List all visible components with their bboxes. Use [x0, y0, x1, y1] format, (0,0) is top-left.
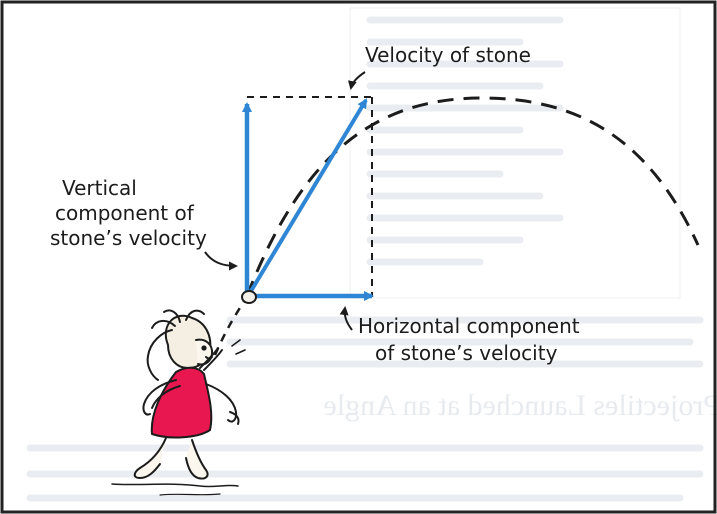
- trajectory-curve: [245, 96, 700, 297]
- vertical-label-line-1: Vertical: [62, 176, 137, 200]
- velocity-pointer: [347, 71, 366, 90]
- horizontal-label-line-2: of stone’s velocity: [375, 341, 558, 365]
- velocity-label: Velocity of stone: [365, 43, 531, 67]
- component-guides: [247, 96, 373, 297]
- motion-lines: [231, 339, 246, 355]
- vertical-label-line-3: stone’s velocity: [50, 226, 207, 250]
- vertical-label-line-2: component of: [55, 201, 195, 225]
- bleed-through-heading: Projectiles Launched at an Angle: [323, 389, 717, 422]
- stone: [241, 290, 257, 304]
- girl-illustration: [111, 309, 240, 496]
- bleed-through: Projectiles Launched at an Angle: [26, 7, 717, 502]
- throw-path: [213, 296, 249, 356]
- horizontal-label-line-1: Horizontal component: [358, 314, 580, 338]
- velocity-arrow: [246, 98, 368, 298]
- vertical-pointer: [204, 251, 238, 271]
- horizontal-pointer: [339, 306, 353, 331]
